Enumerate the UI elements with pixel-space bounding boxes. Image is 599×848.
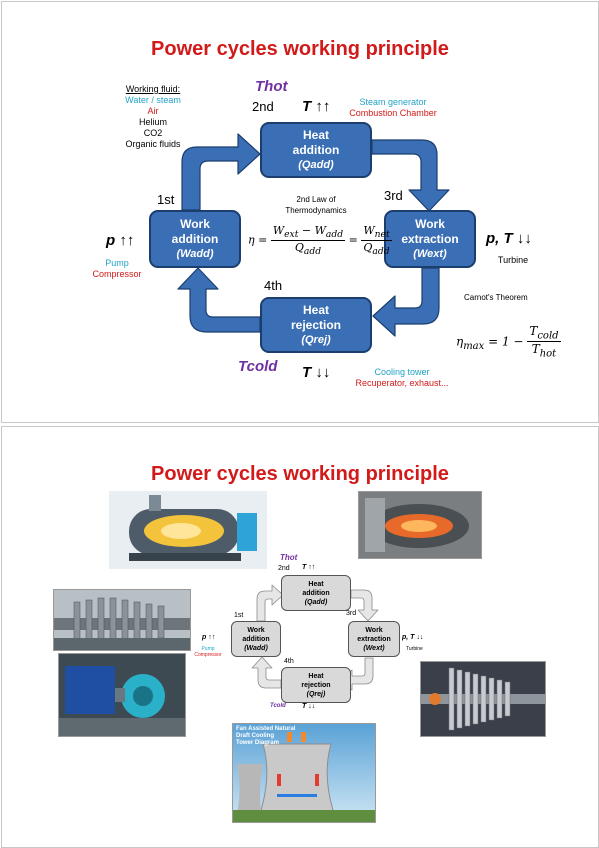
p-up-label: p ↑↑ (106, 232, 135, 249)
pump-photo (58, 653, 186, 737)
cooling-tower-caption: Fan Assisted Natural Draft Cooling Tower… (236, 726, 296, 746)
t-hot-label: Thot (255, 78, 288, 95)
working-fluid-heading: Working fluid: (125, 84, 181, 94)
p-t-down-label: p, T ↓↓ (486, 230, 532, 247)
fluid-co2: CO2 (143, 128, 163, 138)
heat-rejection-devices: Cooling tower Recuperator, exhaust... (340, 367, 464, 389)
cycle-arrows (177, 133, 450, 337)
work-extraction-box-small: Work extraction (Wext) (348, 621, 400, 657)
working-fluid-list: Working fluid: Water / steam Air Helium … (98, 84, 208, 150)
work-addition-devices: Pump Compressor (82, 258, 152, 280)
slide-title: Power cycles working principle (151, 463, 449, 485)
compressor-label: Compressor (92, 269, 142, 279)
heat-addition-box-small: Heat addition (Qadd) (281, 575, 351, 611)
cycle-arrows-grey (251, 584, 379, 691)
boiler-photo (109, 491, 267, 569)
p-up-label-small: p ↑↑ (202, 634, 216, 641)
p-t-down-label-small: p, T ↓↓ (402, 634, 424, 641)
heat-addition-devices: Steam generator Combustion Chamber (338, 97, 448, 119)
fluid-water: Water / steam (125, 95, 181, 105)
work-addition-devices-small: Pump Compressor (194, 646, 222, 658)
heat-rejection-box-small: Heat rejection (Qrej) (281, 667, 351, 703)
fluid-helium: Helium (138, 117, 167, 127)
ordinal-3rd-small: 3rd (346, 610, 357, 617)
arrow-2-to-3 (371, 139, 450, 212)
arrow-4-to-1 (177, 267, 261, 333)
work-extraction-box: Work extraction (Wext) (384, 210, 476, 268)
arrow-1-to-2 (181, 133, 261, 211)
recuperator-label: Recuperator, exhaust... (355, 378, 449, 388)
pump-label: Pump (105, 258, 129, 268)
t-up-label: T ↑↑ (302, 98, 331, 115)
fluid-organic: Organic fluids (125, 139, 181, 149)
compressor-rotor-photo (53, 589, 191, 651)
cooling-tower-photo: Fan Assisted Natural Draft Cooling Tower… (232, 723, 376, 823)
t-down-label-small: T ↓↓ (302, 703, 316, 710)
slide-2: Power cycles working principle (1, 426, 599, 848)
ordinal-2nd-small: 2nd (278, 565, 290, 572)
ordinal-4th-small: 4th (284, 658, 294, 665)
slide-1: Power cycles working principle Heat addi… (1, 1, 599, 423)
t-cold-label-small: Tcold (270, 703, 286, 709)
combustion-chamber-label: Combustion Chamber (349, 108, 437, 118)
work-addition-box: Work addition (Wadd) (149, 210, 241, 268)
turbine-label: Turbine (497, 255, 529, 265)
turbine-rotor-photo (420, 661, 546, 737)
heat-rejection-box: Heat rejection (Qrej) (260, 297, 372, 353)
t-hot-label-small: Thot (280, 553, 298, 562)
t-down-label: T ↓↓ (302, 364, 331, 381)
turbine-label-small: Turbine (406, 646, 423, 652)
work-addition-box-small: Work addition (Wadd) (231, 621, 281, 657)
ordinal-4th: 4th (264, 278, 283, 293)
second-law-label: 2nd Law of Thermodynamics (285, 195, 347, 215)
arrow-3-to-4 (372, 267, 440, 337)
cooling-tower-label: Cooling tower (374, 367, 430, 377)
steam-generator-label: Steam generator (359, 97, 427, 107)
ordinal-1st: 1st (157, 192, 175, 207)
t-up-label-small: T ↑↑ (302, 564, 316, 571)
carnot-label: Carnot's Theorem (464, 293, 528, 302)
slide-title: Power cycles working principle (151, 38, 449, 60)
ordinal-3rd: 3rd (384, 188, 403, 203)
heat-addition-box: Heat addition (Qadd) (260, 122, 372, 178)
t-cold-label: Tcold (238, 358, 278, 375)
ordinal-2nd: 2nd (252, 99, 274, 114)
combustor-photo (358, 491, 482, 559)
ordinal-1st-small: 1st (234, 612, 244, 619)
fluid-air: Air (147, 106, 159, 116)
